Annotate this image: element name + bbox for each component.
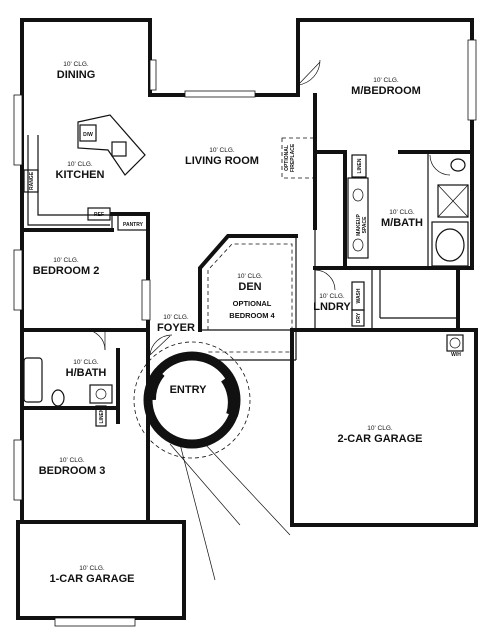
range-icon (23, 169, 39, 193)
toilet-icon (51, 389, 65, 407)
fireplace-icon (281, 137, 315, 179)
kitchen-ceiling: 10' CLG. (67, 161, 93, 168)
kitchen-label: KITCHEN (56, 169, 105, 181)
water-heater-icon (446, 334, 464, 352)
bedroom3-ceiling: 10' CLG. (59, 457, 85, 464)
mbath-ceiling: 10' CLG. (389, 209, 415, 216)
doors (84, 59, 451, 356)
tub-icon (23, 357, 43, 403)
range-label: RANGE (29, 171, 35, 190)
pantry-closet (117, 213, 149, 231)
garage1-ceiling: 10' CLG. (79, 565, 105, 572)
dryer-icon (351, 309, 365, 327)
dryer-label: DRY (356, 312, 362, 323)
bedroom3-label: BEDROOM 3 (39, 465, 106, 477)
kitchen-fixtures (23, 114, 149, 231)
shower-icon (437, 184, 469, 218)
den-optional-line2: BEDROOM 4 (229, 311, 275, 320)
linen-closet-master (351, 154, 367, 178)
windows (13, 39, 477, 627)
linen-master-label: LINEN (357, 158, 363, 173)
garage2-label: 2-CAR GARAGE (338, 433, 423, 445)
dw-label: D/W (83, 132, 93, 138)
foyer-label: FOYER (157, 322, 195, 334)
vanity-icon (347, 177, 369, 259)
den-walls (198, 234, 298, 361)
living-ceiling: 10' CLG. (209, 147, 235, 154)
garage1-label: 1-CAR GARAGE (50, 573, 135, 585)
kitchen-island (77, 114, 146, 176)
hbath-ceiling: 10' CLG. (73, 359, 99, 366)
hbath-label: H/BATH (66, 367, 107, 379)
mbedroom-label: M/BEDROOM (351, 85, 421, 97)
garage2-ceiling: 10' CLG. (367, 425, 393, 432)
bath-fixtures (23, 137, 469, 427)
makeup-space-label: SPACE (362, 216, 368, 234)
laundry-ceiling: 10' CLG. (319, 293, 345, 300)
den-label: DEN (238, 281, 261, 293)
optional-label: OPTIONAL (284, 145, 290, 171)
linen-hall-label: LINEN (99, 408, 105, 423)
ref-label: REF (94, 212, 104, 218)
hall-linen-closet (95, 405, 107, 427)
entry-rotunda (133, 341, 291, 581)
refrigerator-icon (87, 207, 111, 221)
makeup-label: MAKEUP (356, 214, 362, 236)
pantry-label: PANTRY (123, 222, 144, 228)
laundry-label: LNDRY (313, 301, 351, 313)
dishwasher-icon (79, 124, 97, 142)
mbedroom-ceiling: 10' CLG. (373, 77, 399, 84)
washer-label: WASH (356, 288, 362, 303)
fixture-labels: PANTRY REF D/W W/H RANGE LINEN LINEN MAK… (29, 132, 461, 424)
living-label: LIVING ROOM (185, 155, 259, 167)
dining-label: DINING (57, 69, 96, 81)
bedroom2-label: BEDROOM 2 (33, 265, 100, 277)
wh-label: W/H (451, 352, 461, 358)
dining-ceiling: 10' CLG. (63, 61, 89, 68)
foyer-ceiling: 10' CLG. (163, 314, 189, 321)
master-toilet-icon (450, 158, 466, 172)
mbath-label: M/BATH (381, 217, 423, 229)
sink-icon (111, 141, 127, 157)
garden-tub-icon (435, 228, 465, 262)
bedroom2-ceiling: 10' CLG. (53, 257, 79, 264)
den-optional-line1: OPTIONAL (233, 299, 272, 308)
den-ceiling: 10' CLG. (237, 273, 263, 280)
fireplace-label: FIREPLACE (290, 143, 296, 172)
entry-label: ENTRY (170, 384, 208, 396)
room-labels: 10' CLG. DINING 10' CLG. KITCHEN 10' CLG… (33, 61, 423, 585)
